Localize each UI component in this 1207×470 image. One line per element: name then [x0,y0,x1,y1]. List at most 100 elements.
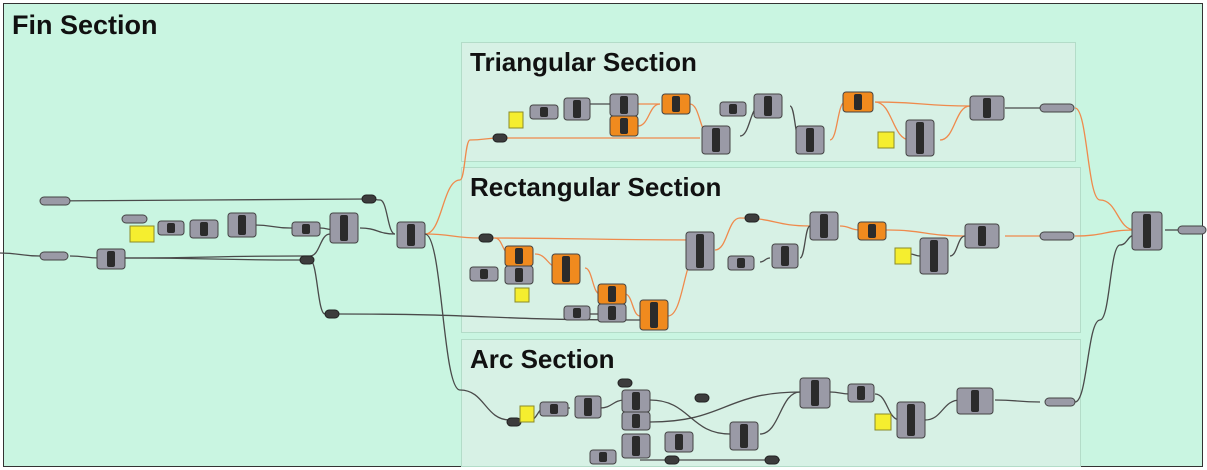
wire [939,105,971,141]
component-core [107,251,115,267]
component-core [868,224,876,238]
component-core [672,96,680,112]
param-icon[interactable] [1039,103,1075,113]
component-core [781,246,789,266]
wire [994,399,1041,403]
component-core [712,128,720,152]
component-core [302,224,310,234]
wire [759,257,771,263]
component-core [200,222,208,236]
component-core [1143,214,1151,248]
yellow-panel-icon[interactable] [877,131,895,149]
connector-node[interactable] [492,133,508,143]
yellow-panel-icon[interactable] [894,247,912,265]
wire [424,137,700,235]
wire [1074,229,1136,237]
component-core [978,226,986,246]
connector-node[interactable] [478,233,494,243]
wire [829,391,851,395]
connector-node[interactable] [617,378,633,388]
yellow-panel-icon[interactable] [519,405,535,423]
wire [649,391,801,423]
connector-node[interactable] [361,194,377,204]
wire [599,399,626,409]
group-title-triangular: Triangular Section [470,47,697,77]
component-core [696,234,704,268]
component-core [857,386,865,400]
yellow-panel-icon[interactable] [874,413,892,431]
wire [924,399,961,421]
component-core [983,98,991,118]
component-core [599,452,607,462]
connector-node[interactable] [744,213,760,223]
param-icon[interactable] [1177,225,1207,235]
param-icon[interactable] [39,196,71,206]
component-core [340,215,348,241]
component-core [620,96,628,114]
wire [359,227,396,235]
component-core [540,107,548,117]
component-core [632,414,640,428]
param-icon[interactable] [1044,397,1076,407]
canvas-title: Fin Section [12,10,158,40]
component-core [806,128,814,152]
component-core [650,302,658,328]
connector-node[interactable] [506,417,522,427]
wire [714,217,811,251]
wire [649,399,731,435]
wire [424,233,701,241]
group-title-arc: Arc Section [470,344,615,374]
component-core [930,240,938,272]
component-core [515,248,523,264]
rectangular-section-group: Rectangular Section [461,167,1081,333]
param-icon[interactable] [121,214,148,224]
connector-node[interactable] [324,309,340,319]
component-core [740,424,748,448]
group-title-rectangular: Rectangular Section [470,172,722,202]
component-core [608,306,616,320]
wire [759,391,801,435]
wire [124,233,331,259]
component-core [515,268,523,282]
connector-node[interactable] [764,455,780,465]
component-core [820,214,828,238]
component-core [550,404,558,414]
component-core [238,215,246,235]
param-icon[interactable] [39,251,69,261]
connector-node[interactable] [664,455,680,465]
component-core [620,118,628,134]
component-core [167,223,175,233]
component-core [764,96,772,116]
yellow-panel-icon[interactable] [508,111,524,129]
wire [637,103,661,127]
wire [799,225,811,259]
component-core [584,398,592,416]
component-core [737,258,745,268]
component-core [854,94,862,110]
wire [624,293,641,317]
yellow-panel-icon[interactable] [514,287,530,303]
wire [839,225,861,231]
connector-node[interactable] [299,255,315,265]
wire [0,252,41,257]
component-core [573,308,581,318]
yellow-panel-icon[interactable] [129,225,155,243]
component-core [971,390,979,412]
connector-node[interactable] [694,393,710,403]
component-core [811,380,819,406]
wire [874,101,971,107]
wire [1074,107,1136,231]
wire [884,229,966,237]
component-core [608,286,616,302]
component-core [675,434,683,450]
component-core [907,404,915,436]
component-core [916,122,924,154]
component-core [632,436,640,456]
component-core [480,269,488,279]
component-core [562,256,570,282]
wire [1074,234,1136,403]
component-core [407,224,415,246]
param-icon[interactable] [1039,231,1075,241]
